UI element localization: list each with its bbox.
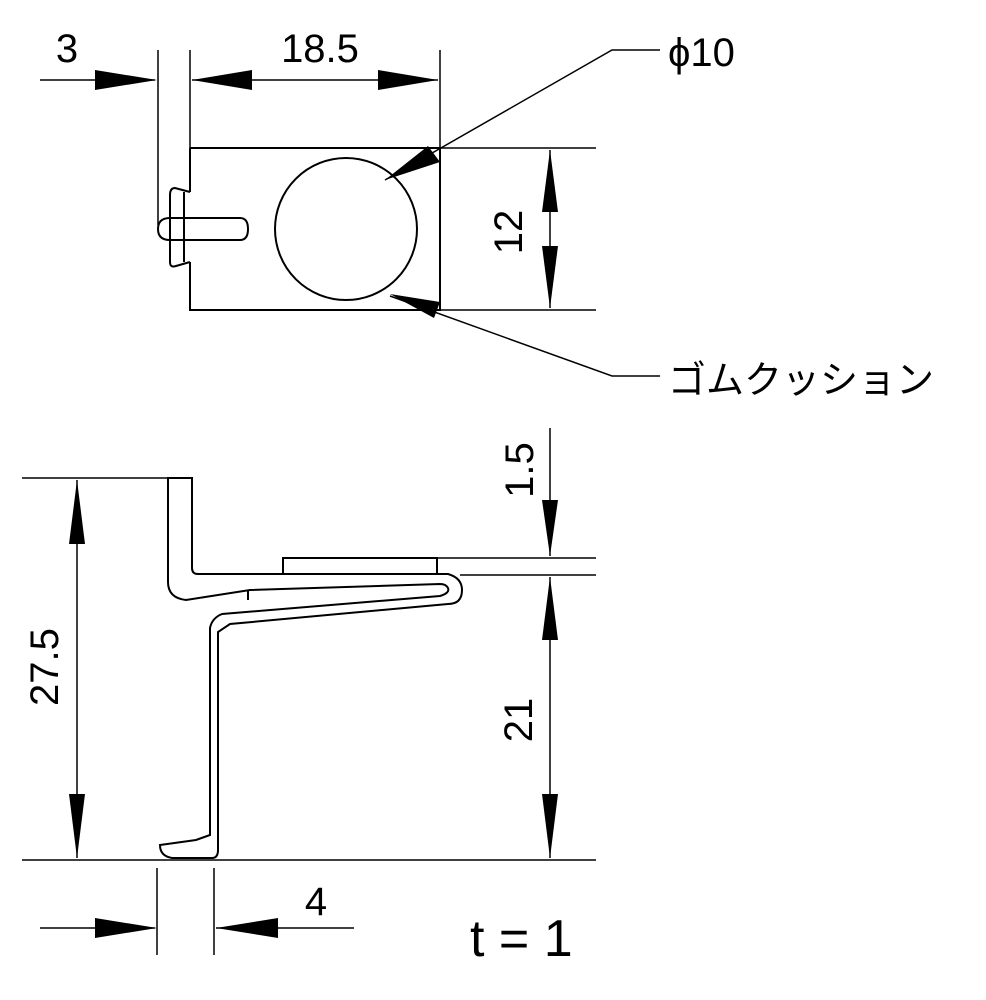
dim-1-5-label: 1.5 (498, 442, 542, 498)
dim-12-label: 12 (487, 210, 531, 255)
pin-end (156, 217, 171, 241)
arrow-4-right (216, 918, 278, 938)
leader-cushion (389, 295, 660, 377)
side-view: 1.5 27.5 21 4 t = 1 (22, 428, 596, 968)
arrow-4-left (95, 918, 157, 938)
dim-21-label: 21 (497, 698, 541, 743)
arrow-18-5-right (378, 70, 438, 90)
arrow-27-5-bottom (69, 794, 85, 858)
top-view: 3 18.5 12 ϕ10 ゴムクッション (40, 27, 934, 402)
dim-3-label: 3 (56, 27, 78, 71)
rubber-cushion-pad (282, 557, 438, 575)
rubber-cushion-circle (274, 157, 418, 301)
pin (170, 217, 250, 241)
leader-cushion-arrow (390, 294, 440, 318)
callout-cushion-label: ゴムクッション (668, 360, 934, 402)
dim-27-5-label: 27.5 (23, 628, 67, 706)
thickness-note: t = 1 (470, 910, 573, 968)
arrow-1-5 (542, 500, 558, 556)
dim-4-label: 4 (305, 880, 327, 924)
arrow-21-bottom (542, 794, 558, 858)
callout-diameter-label: ϕ10 (668, 31, 735, 75)
arrow-18-5-left (192, 70, 252, 90)
bracket-profile (158, 477, 464, 859)
arrow-21-top (542, 577, 558, 640)
leader-diameter (384, 49, 660, 181)
arrow-3 (95, 70, 157, 90)
tab-plate (169, 186, 191, 268)
arrow-12-top (542, 150, 558, 212)
leader-diameter-arrow (385, 146, 440, 180)
dim-18-5-label: 18.5 (281, 27, 359, 71)
arrow-12-bottom (542, 246, 558, 308)
arrow-27-5-top (69, 480, 85, 544)
